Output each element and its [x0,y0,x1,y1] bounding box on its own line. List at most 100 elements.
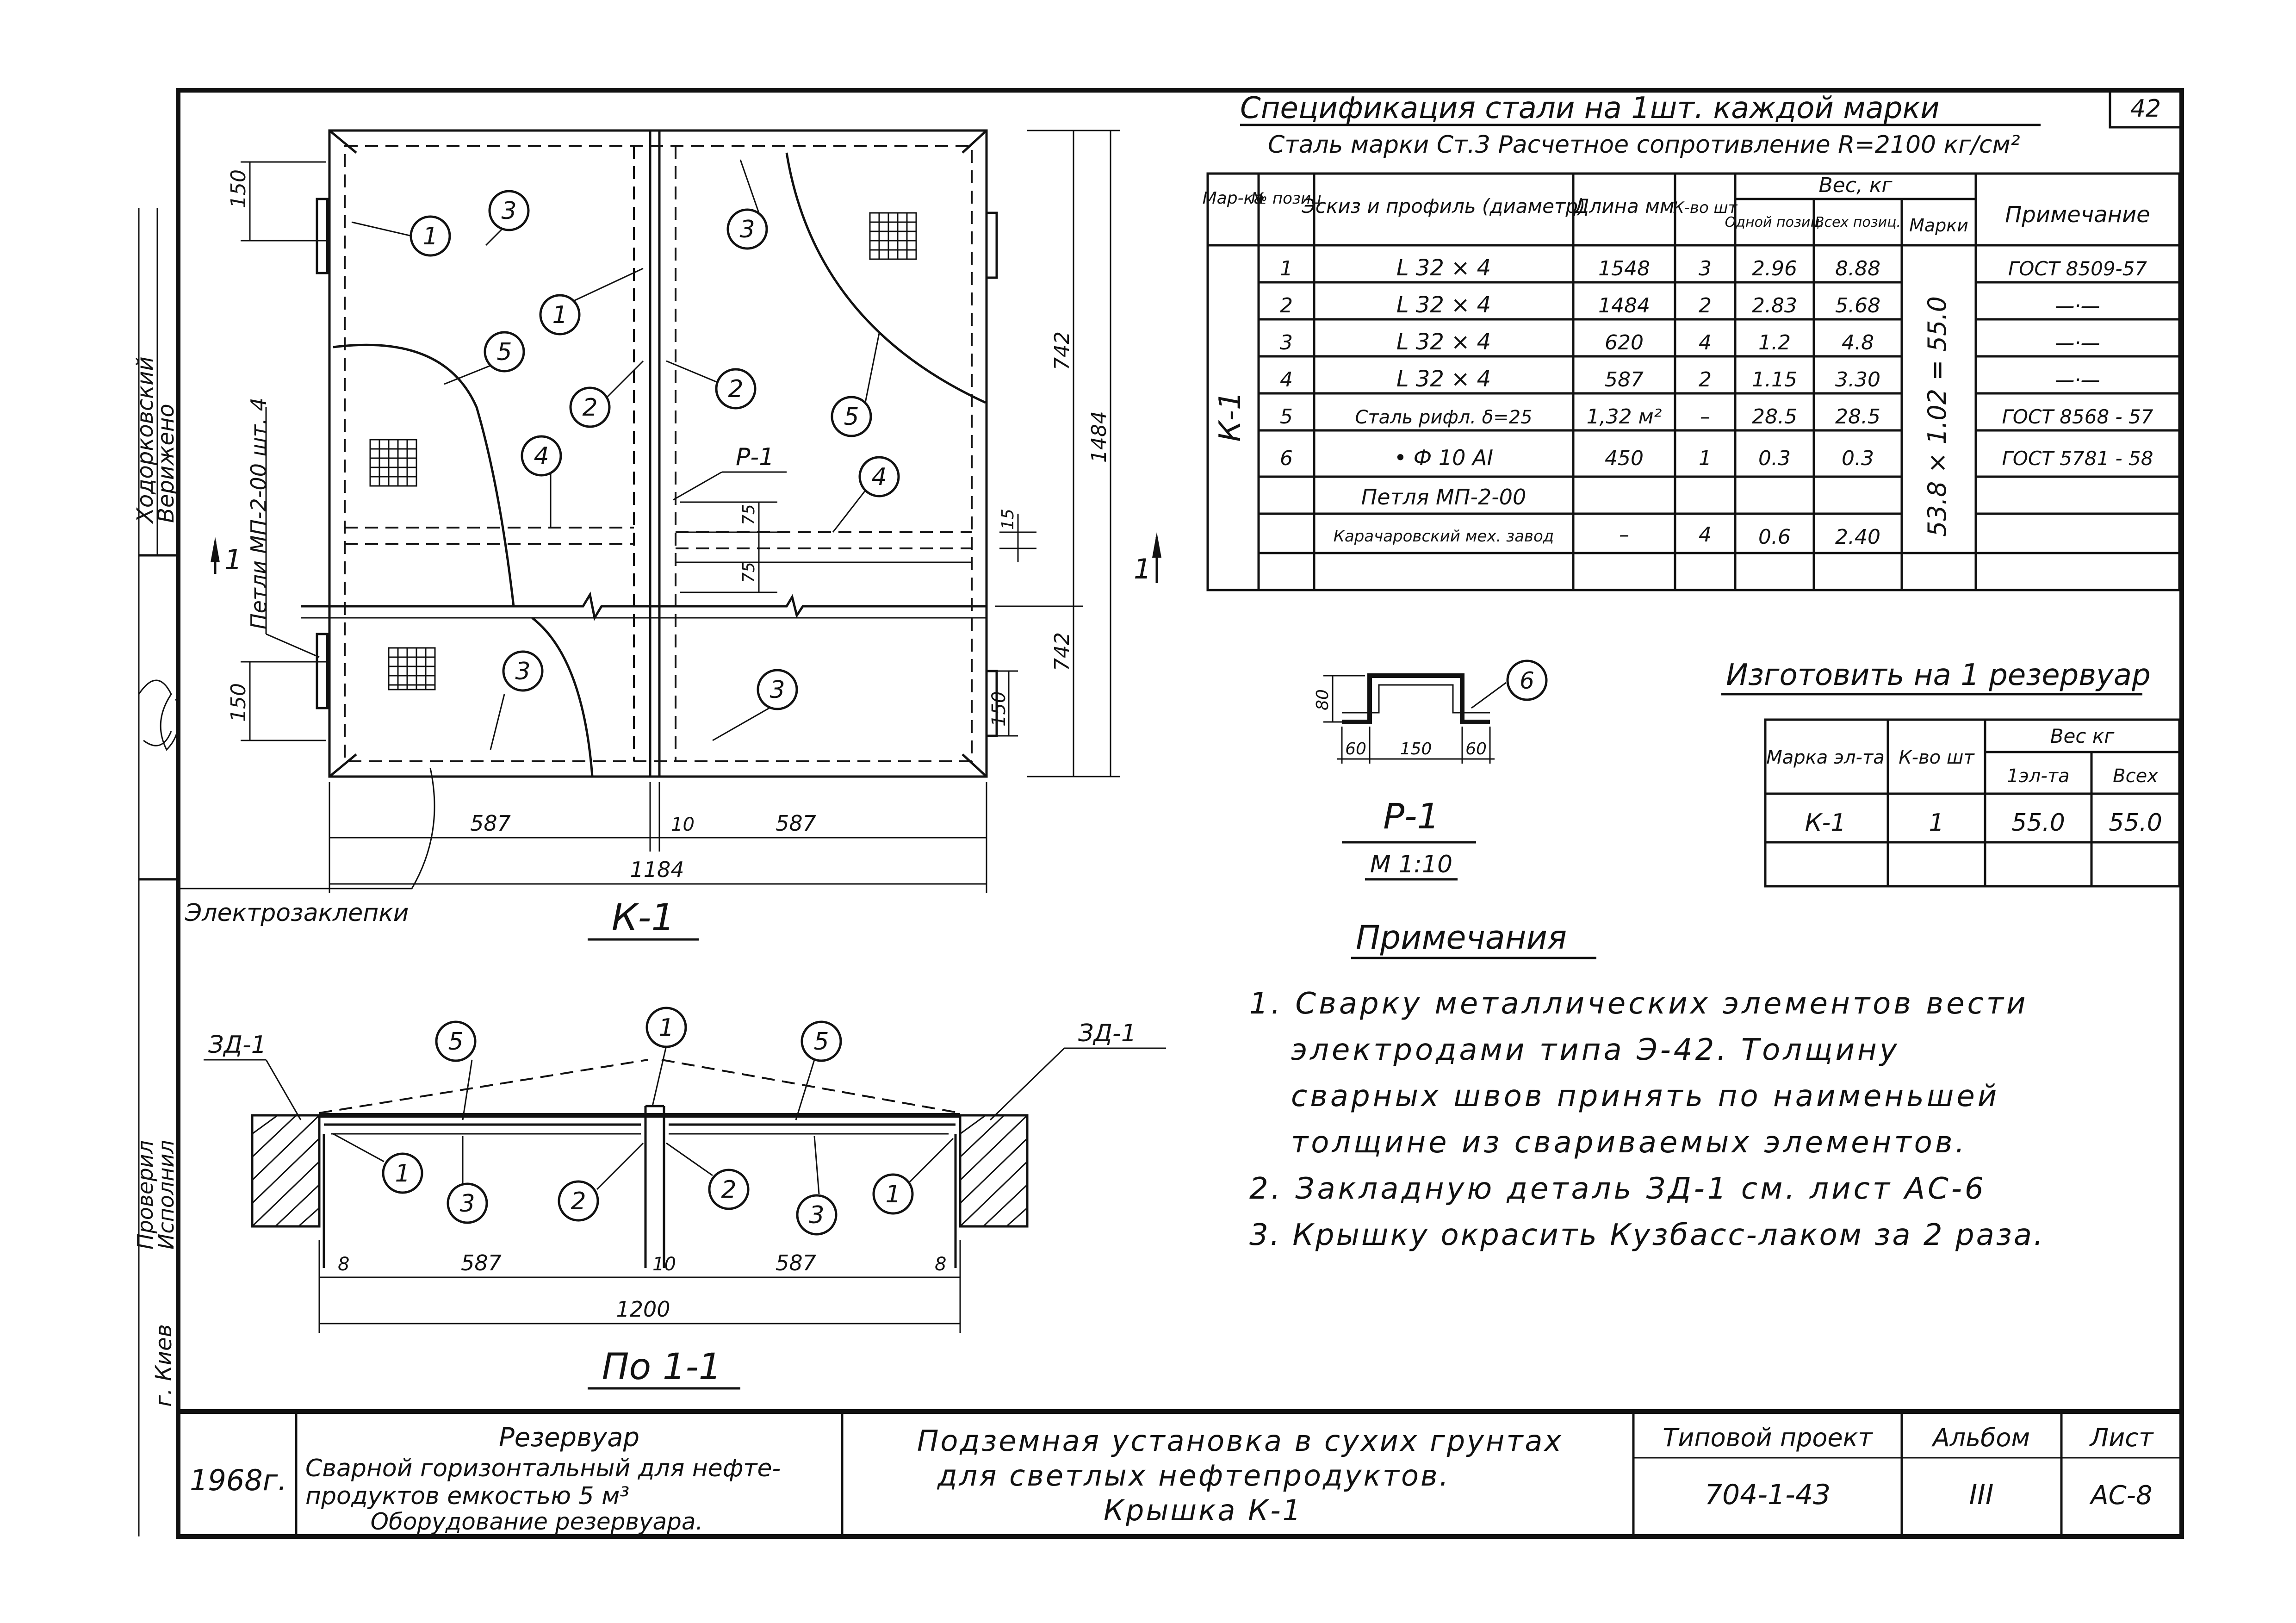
spec-h-weight: Вес, кг [1818,174,1893,197]
svg-text:1548: 1548 [1598,257,1650,280]
svg-text:0.6: 0.6 [1758,525,1791,549]
section-1-1: 5 1 5 1 3 2 2 [204,1007,1166,1390]
spec-subtitle: Сталь марки Ст.3 Расчетное сопротивление… [1268,131,2020,159]
dim-plan-total: 1184 [630,857,684,882]
dim-plan-h-bot: 742 [1050,632,1074,671]
svg-text:ГОСТ 8509-57: ГОСТ 8509-57 [2008,257,2147,280]
svg-text:1: 1 [1280,257,1293,280]
spec-row-8: Карачаровский мех. завод – 4 0.6 2.40 [1334,523,1880,549]
stamp-object-1: Резервуар [499,1423,639,1453]
svg-text:4: 4 [1280,368,1293,392]
svg-text:–: – [1619,523,1629,547]
svg-text:6: 6 [1520,667,1534,694]
spec-row-5: 5 Сталь рифл. δ=25 1,32 м² – 28.5 28.5 Г… [1280,405,2153,429]
svg-text:4: 4 [534,442,549,470]
mesh-pattern-2 [869,212,917,260]
svg-text:L 32 × 4: L 32 × 4 [1396,292,1491,318]
svg-text:2: 2 [1280,294,1293,317]
dim-plan-h-total: 1484 [1087,411,1111,463]
plan-callout-5a: 5 [444,331,525,385]
svg-text:Карачаровский мех. завод: Карачаровский мех. завод [1334,527,1554,546]
stamp-sheet-label: Лист [2089,1423,2154,1452]
dim-plan-right: 587 [776,811,816,836]
svg-text:2: 2 [1699,368,1712,392]
detail-dim-c: 60 [1465,740,1487,759]
svg-text:—·—: —·— [2055,331,2100,354]
spec-h-sketch: Эскиз и профиль (диаметр) [1302,195,1586,218]
stamp-year: 1968г. [190,1463,287,1497]
stamp-title-1: Подземная установка в сухих грунтах [917,1424,1563,1458]
svg-text:587: 587 [1605,368,1644,392]
plan-weld-label: Электрозаклепки [185,899,409,927]
svg-text:3: 3 [501,197,516,225]
plan-callout-3b: 3 [726,159,768,250]
svg-text:2: 2 [571,1188,586,1215]
dim-sec-c: 10 [652,1254,676,1275]
svg-text:3: 3 [739,216,755,243]
side-city: г. Киев [151,1324,177,1407]
side-role-2: Исполнил [154,1140,179,1250]
svg-text:L 32 × 4: L 32 × 4 [1396,366,1491,392]
make-h-mark: Марка эл-та [1766,747,1885,768]
svg-text:28.5: 28.5 [1752,405,1797,429]
dim-plan-h-top: 742 [1050,331,1074,370]
spec-h-note: Примечание [2005,202,2150,228]
svg-text:0.3: 0.3 [1842,447,1874,470]
spec-row-6: 6 • Ф 10 АI 450 1 0.3 0.3 ГОСТ 5781 - 58 [1280,445,2153,470]
note-line-3: сварных швов принять по наименьшей [1291,1079,1999,1113]
svg-text:—·—: —·— [2055,368,2100,391]
svg-text:1: 1 [395,1160,410,1188]
stamp-title-2: для светлых нефтепродуктов. [937,1459,1450,1492]
sheet-frame [139,88,2184,1539]
svg-text:4: 4 [1699,331,1712,354]
svg-text:3: 3 [1280,331,1293,354]
plan-callout-4a: 4 [521,435,562,528]
spec-row-7: Петля МП-2-00 [1361,485,1527,510]
make-h-all: Всех [2113,765,2158,787]
spec-mark-weight: 53.8 × 1.02 = 55.0 [1923,296,1952,537]
dim-sec-e: 8 [935,1254,946,1275]
make-h-qty: К-во шт [1899,747,1975,768]
spec-h-w-mark: Марки [1909,215,1968,236]
plan-view-k1: 1 3 1 5 2 2 3 [180,129,1161,941]
plan-title: К-1 [612,896,675,939]
section-zd-left: ЗД-1 [208,1031,267,1059]
plan-callout-1a: 1 [351,215,451,257]
spec-mark: К-1 [1213,391,1247,442]
spec-row-4: 4 L 32 × 4 587 2 1.15 3.30 —·— [1280,366,2100,392]
svg-text:1: 1 [1929,809,1944,837]
svg-text:К-1: К-1 [1805,809,1846,837]
plan-callout-4b: 4 [832,456,900,533]
plan-callout-3a: 3 [485,190,530,246]
side-stamp: Ходорковский Верижено Проверил Исполнил … [132,208,180,1536]
sheet-number-box: 42 [2109,89,2183,129]
svg-text:4.8: 4.8 [1842,331,1874,354]
stamp-title-3: Крышка К-1 [1104,1493,1303,1527]
svg-text:Сталь рифл. δ=25: Сталь рифл. δ=25 [1355,407,1532,428]
section-callout-1c: 1 [872,1138,954,1215]
spec-h-mark: Мар-ка [1203,189,1264,208]
notes-block: Примечания 1. Сварку металлических элеме… [1249,919,2043,1252]
note-line-2: электродами типа Э-42. Толщину [1291,1033,1900,1067]
plan-label-p1: Р-1 [673,443,787,501]
side-role-1: Проверил [133,1140,158,1250]
svg-text:1: 1 [1699,447,1712,470]
section-callout-1a: 1 [645,1007,687,1107]
stamp-sheet: АС-8 [2089,1480,2152,1511]
note-line-5: 2. Закладную деталь ЗД-1 см. лист АС-6 [1249,1172,1986,1206]
svg-text:ГОСТ 8568 - 57: ГОСТ 8568 - 57 [2002,405,2153,428]
dim-sec-total: 1200 [616,1297,670,1322]
detail-callout-6: 6 [1471,659,1548,709]
svg-text:5: 5 [448,1028,463,1056]
section-title: По 1-1 [602,1346,722,1388]
svg-text:1,32 м²: 1,32 м² [1587,405,1662,429]
plan-hinge-label: Петли МП-2-00 шт. 4 [246,398,271,629]
svg-text:• Ф 10 АI: • Ф 10 АI [1394,445,1493,470]
svg-text:1: 1 [1134,553,1151,585]
plan-callout-2a: 2 [569,360,644,428]
detail-dim-b: 150 [1400,740,1432,759]
section-callout-5b: 5 [795,1020,842,1120]
spec-h-w-all: Всех позиц. [1815,214,1901,230]
note-line-4: толщине из свариваемых элементов. [1291,1126,1967,1160]
svg-text:1: 1 [552,301,567,329]
